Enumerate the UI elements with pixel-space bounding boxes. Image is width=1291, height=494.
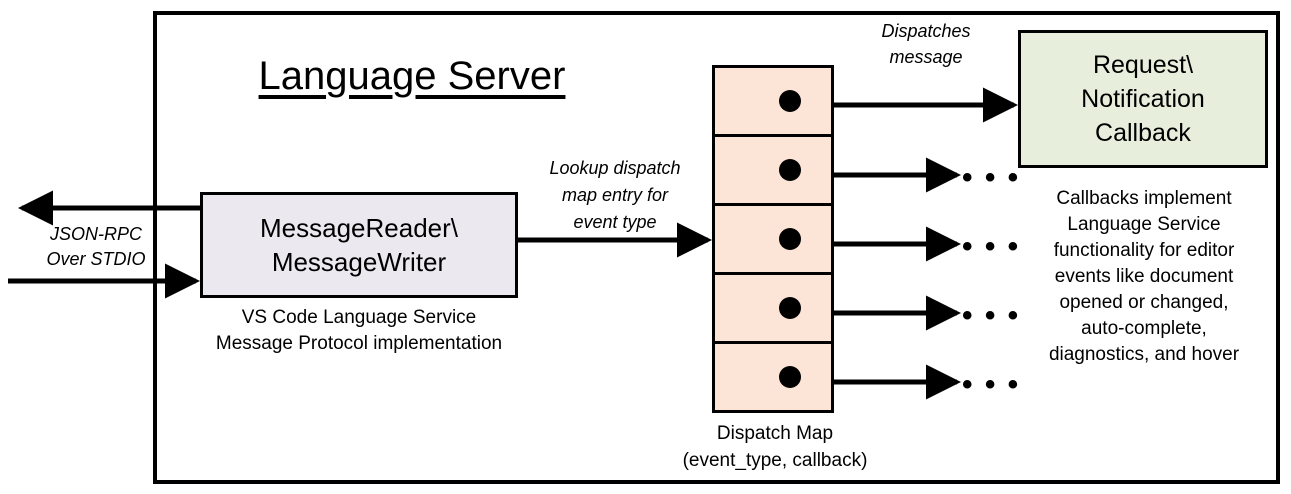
dispatches-message-label: Dispatches message bbox=[836, 18, 1016, 70]
language-server-frame bbox=[153, 11, 1280, 484]
ellipsis-row-5: • • • bbox=[962, 368, 1021, 401]
dispatch-map-row-4[interactable] bbox=[715, 275, 831, 344]
json-rpc-label: JSON-RPC Over STDIO bbox=[26, 222, 166, 272]
dispatch-entry-dot-icon bbox=[779, 366, 801, 388]
dispatches-message-line1: Dispatches bbox=[881, 21, 971, 41]
ellipsis-row-3: • • • bbox=[962, 230, 1021, 263]
dispatch-entry-dot-icon bbox=[779, 159, 801, 181]
dispatch-entry-dot-icon bbox=[779, 228, 801, 250]
json-rpc-label-line1: JSON-RPC bbox=[49, 224, 142, 244]
message-writer-line: MessageWriter bbox=[271, 247, 447, 277]
map-caption-line2: (event_type, callback) bbox=[682, 450, 868, 471]
message-reader-writer-box[interactable]: MessageReader\ MessageWriter bbox=[200, 192, 518, 298]
callback-caption-line4: events like document bbox=[1054, 266, 1234, 287]
callback-caption-line3: functionality for editor bbox=[1053, 240, 1235, 261]
dispatch-map-row-5[interactable] bbox=[715, 344, 831, 410]
dispatch-map-row-2[interactable] bbox=[715, 137, 831, 206]
json-rpc-label-line2: Over STDIO bbox=[46, 249, 146, 269]
lookup-label-line3: event type bbox=[573, 212, 657, 232]
callback-caption-line2: Language Service bbox=[1067, 214, 1221, 235]
map-caption-line1: Dispatch Map bbox=[716, 423, 834, 444]
page-title: Language Server bbox=[258, 54, 566, 98]
callback-line1: Request\ bbox=[1092, 51, 1194, 79]
dispatch-entry-dot-icon bbox=[779, 90, 801, 112]
dispatch-entry-dot-icon bbox=[779, 297, 801, 319]
callback-line3: Callback bbox=[1095, 119, 1191, 147]
lookup-label-line1: Lookup dispatch bbox=[549, 158, 681, 178]
message-reader-writer-caption: VS Code Language Service Message Protoco… bbox=[188, 305, 530, 357]
callback-caption-line7: diagnostics, and hover bbox=[1048, 344, 1240, 365]
message-reader-line: MessageReader\ bbox=[260, 213, 458, 243]
request-notification-callback-box[interactable]: Request\ Notification Callback bbox=[1018, 30, 1268, 168]
callback-box-label: Request\ Notification Callback bbox=[1081, 48, 1205, 150]
callback-caption-line1: Callbacks implement bbox=[1056, 188, 1232, 209]
reader-caption-line1: VS Code Language Service bbox=[241, 307, 477, 328]
callback-line2: Notification bbox=[1081, 85, 1205, 113]
dispatch-map-row-3[interactable] bbox=[715, 206, 831, 275]
dispatch-map-table[interactable] bbox=[712, 65, 834, 413]
dispatches-message-line2: message bbox=[889, 47, 963, 67]
message-reader-writer-label: MessageReader\ MessageWriter bbox=[260, 211, 458, 279]
lookup-dispatch-label: Lookup dispatch map entry for event type bbox=[520, 155, 710, 236]
ellipsis-row-4: • • • bbox=[962, 299, 1021, 332]
dispatch-map-caption: Dispatch Map (event_type, callback) bbox=[650, 420, 900, 474]
callback-description: Callbacks implement Language Service fun… bbox=[1008, 186, 1280, 368]
ellipsis-row-2: • • • bbox=[962, 161, 1021, 194]
reader-caption-line2: Message Protocol implementation bbox=[215, 333, 503, 354]
callback-caption-line5: opened or changed, bbox=[1059, 292, 1229, 313]
lookup-label-line2: map entry for bbox=[561, 185, 669, 205]
callback-caption-line6: auto-complete, bbox=[1081, 318, 1207, 339]
dispatch-map-row-1[interactable] bbox=[715, 68, 831, 137]
